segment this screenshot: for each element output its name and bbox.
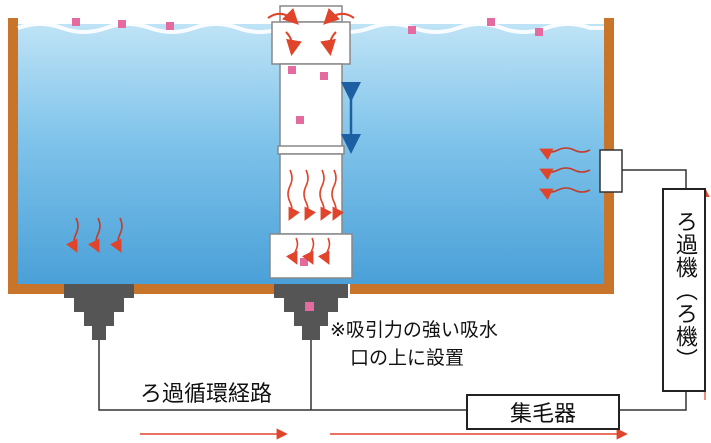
flow-arrow <box>539 147 591 161</box>
filter-unit: ろ過機（ろ機） <box>662 188 706 392</box>
drain-step <box>302 326 320 340</box>
pipe-to-filter <box>618 392 687 411</box>
flow-arrow <box>87 217 101 253</box>
placement-note-line2: 口の上に設置 <box>350 347 465 369</box>
pipe-left <box>98 340 466 411</box>
inflow-arrow <box>267 7 299 25</box>
main-drain-left <box>64 284 134 340</box>
particle <box>118 20 126 28</box>
flow-arrow <box>65 217 79 253</box>
collector-label: 集毛器 <box>509 402 576 427</box>
flow-arrow <box>109 217 123 253</box>
tank-floor-left <box>8 284 280 294</box>
skimmer-cap <box>279 5 343 23</box>
flow-arrow <box>287 169 301 221</box>
flow-arrow <box>331 169 345 221</box>
route-label: ろ過循環経路 <box>140 382 273 407</box>
pipes <box>98 169 687 411</box>
skimmer-band <box>277 145 345 155</box>
drain-step <box>274 284 348 298</box>
main-drain-center <box>274 284 348 340</box>
filter-label: ろ過機（ろ機） <box>672 209 697 371</box>
left-suction-arrows <box>65 217 123 253</box>
drain-step <box>64 284 134 298</box>
flow-arrow <box>301 237 315 265</box>
pipe-filter-return <box>622 169 687 190</box>
flow-arrow <box>539 167 591 181</box>
flow-arrow <box>319 169 333 221</box>
particle <box>408 26 416 34</box>
particle <box>72 18 80 26</box>
inflow-arrow <box>323 7 355 25</box>
particle <box>305 302 314 311</box>
drain-step <box>84 312 114 326</box>
return-arrows <box>539 147 591 201</box>
particle <box>320 72 328 80</box>
flow-arrow <box>285 237 299 265</box>
skimmer-tube <box>267 5 355 279</box>
return-inlet <box>599 149 623 193</box>
particle <box>300 258 308 266</box>
tank-floor-right <box>350 284 614 294</box>
particle <box>296 116 304 124</box>
flow-arrow <box>317 237 331 265</box>
drain-step <box>74 298 124 312</box>
drain-step <box>92 326 106 340</box>
hair-collector: 集毛器 <box>466 394 620 430</box>
flow-arrow <box>303 169 317 221</box>
inflow-arrow <box>320 31 337 56</box>
inflow-arrow <box>285 31 302 56</box>
particle <box>288 66 296 74</box>
flow-arrow <box>539 187 591 201</box>
surface-particles <box>72 18 543 36</box>
particle <box>166 22 174 30</box>
skimmer-column <box>279 63 343 149</box>
drain-step <box>294 312 328 326</box>
skimmer-head <box>271 21 351 65</box>
particle <box>535 28 543 36</box>
tank-left-wall <box>8 18 18 294</box>
particle <box>487 18 495 26</box>
placement-note-line1: ※吸引力の強い吸水 <box>330 319 498 341</box>
